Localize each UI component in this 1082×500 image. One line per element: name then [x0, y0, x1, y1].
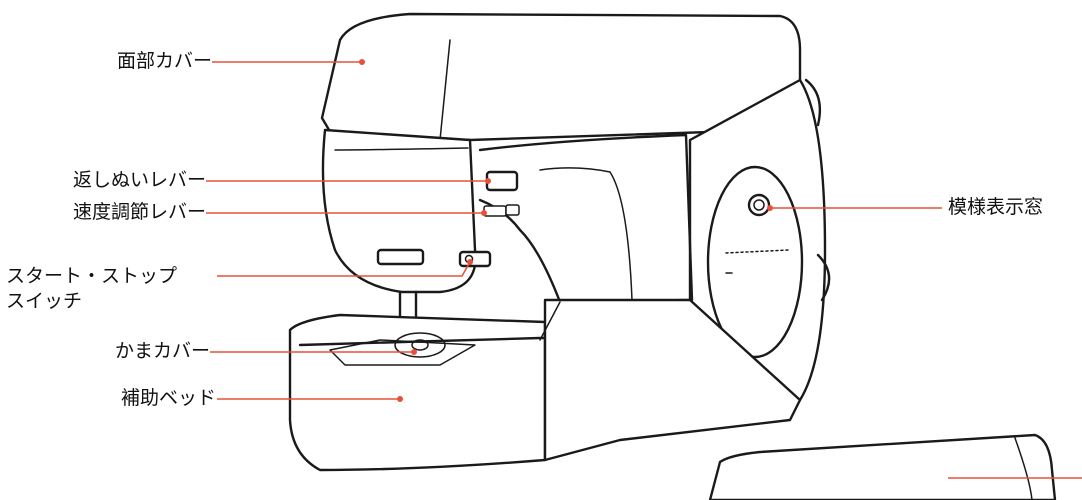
leader-lines: [206, 59, 1082, 479]
label-start-stop-line1: スタート・ストップ: [6, 265, 178, 287]
machine-illustration: [288, 12, 1057, 500]
label-pattern-window: 模様表示窓: [948, 196, 1044, 218]
label-face-cover: 面部カバー: [116, 50, 212, 72]
label-aux-bed: 補助ベッド: [120, 387, 216, 409]
label-hook-cover: かまカバー: [114, 340, 210, 362]
label-start-stop-line2: スイッチ: [6, 290, 83, 312]
label-reverse-lever: 返しぬいレバー: [72, 169, 206, 191]
label-speed-lever: 速度調節レバー: [72, 201, 206, 223]
